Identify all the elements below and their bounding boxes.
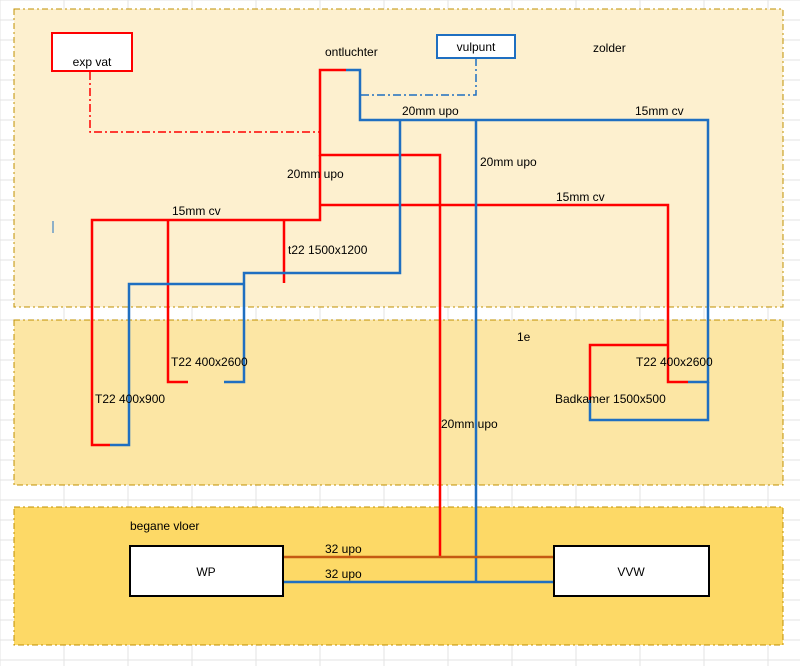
- return-pipes: [110, 68, 710, 582]
- supply-pipe-badkamer: [588, 343, 668, 400]
- pipe-label-cv15-mid: 15mm cv: [556, 190, 605, 204]
- vulpunt-label: vulpunt: [457, 40, 496, 54]
- ontluchter-label: ontluchter: [325, 45, 378, 59]
- pipe-label-upo32-bottom: 32 upo: [325, 567, 362, 581]
- radiator-label-t22-400x2600-left: T22 400x2600: [171, 355, 248, 369]
- exp-vat-box: [51, 32, 133, 72]
- exp-vat-line: [89, 72, 320, 133]
- vvw-label: VVW: [617, 565, 645, 579]
- wp-box: [129, 545, 284, 597]
- return-pipe-top: [346, 68, 710, 384]
- supply-pipes: [90, 68, 688, 557]
- supply-pipe-branch: [90, 155, 322, 447]
- pipe-label-upo20-top: 20mm upo: [402, 104, 459, 118]
- pipe-label-cv15-right: 15mm cv: [635, 104, 684, 118]
- pipe-label-upo20-lower: 20mm upo: [441, 417, 498, 431]
- radiator-label-t22-400x900: T22 400x900: [95, 392, 165, 406]
- vulpunt-line: [360, 58, 477, 96]
- zone-eerste: [13, 319, 784, 486]
- radiator-label-t22-400x2600-right: T22 400x2600: [636, 355, 713, 369]
- floor-label-begane: begane vloer: [130, 519, 199, 533]
- zone-zolder: [13, 8, 784, 308]
- pipe-label-upo32-top: 32 upo: [325, 542, 362, 556]
- return-pipe-badkamer: [588, 382, 710, 422]
- wp-label: WP: [196, 565, 215, 579]
- return-pipe-left: [224, 120, 402, 384]
- vvw-box: [553, 545, 710, 597]
- supply-pipe-right: [320, 203, 688, 384]
- floor-label-eerste: 1e: [517, 330, 531, 344]
- pipe-label-upo20-left: 20mm upo: [287, 167, 344, 181]
- pipe-label-cv15-left: 15mm cv: [172, 204, 221, 218]
- supply-pipe-left-rad: [166, 220, 188, 384]
- radiator-label-t22-1500x1200: t22 1500x1200: [288, 243, 368, 257]
- radiator-label-badkamer: Badkamer 1500x500: [555, 392, 666, 406]
- exp-vat-label: exp vat: [73, 55, 112, 69]
- pipe-label-upo20-vertical: 20mm upo: [480, 155, 537, 169]
- return-pipe-t22-900: [110, 282, 244, 447]
- floor-label-zolder: zolder: [593, 41, 626, 55]
- vulpunt-box: [436, 34, 516, 59]
